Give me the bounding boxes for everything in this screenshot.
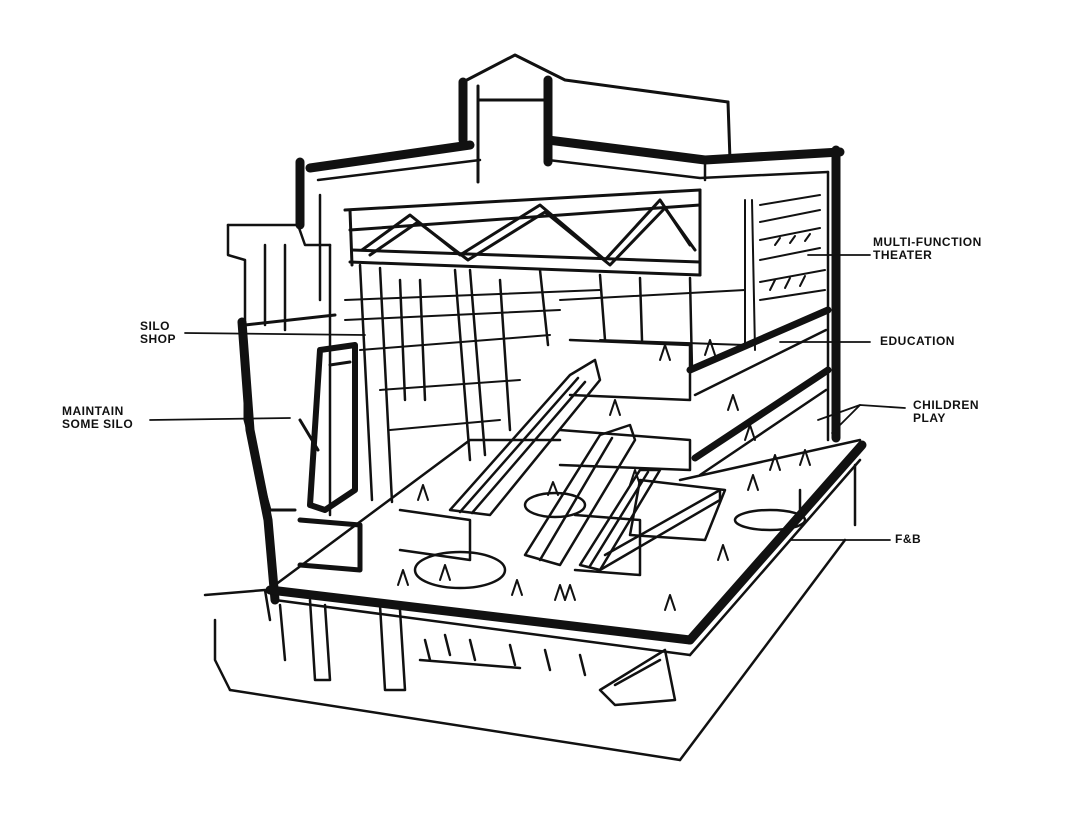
trees-symbols bbox=[397, 339, 811, 611]
label-theater-line2: THEATER bbox=[873, 248, 933, 262]
label-silo-shop-line1: SILO bbox=[140, 319, 171, 333]
leader-silo-shop bbox=[184, 332, 366, 336]
label-children-line1: CHILDREN bbox=[913, 398, 979, 412]
roof-monitor bbox=[458, 53, 732, 184]
leader-lines bbox=[149, 254, 906, 541]
lower-level bbox=[203, 463, 857, 762]
label-maintain-line1: MAINTAIN bbox=[62, 404, 124, 418]
label-fb: F&B bbox=[895, 533, 921, 546]
label-fb-line1: F&B bbox=[895, 532, 922, 546]
void-boxes bbox=[297, 338, 727, 577]
label-silo-shop: SILO SHOP bbox=[140, 320, 176, 346]
label-education: EDUCATION bbox=[880, 335, 955, 348]
mezzanine-slabs bbox=[686, 306, 832, 477]
roof-truss bbox=[343, 188, 702, 277]
label-multi-function-theater: MULTI-FUNCTION THEATER bbox=[873, 236, 982, 262]
label-education-line1: EDUCATION bbox=[880, 334, 955, 348]
wall-lines bbox=[226, 158, 830, 517]
leader-maintain-some-silo bbox=[149, 417, 291, 421]
label-children-play: CHILDREN PLAY bbox=[913, 399, 979, 425]
label-children-line2: PLAY bbox=[913, 411, 946, 425]
label-maintain-line2: SOME SILO bbox=[62, 417, 134, 431]
atrium-floors bbox=[344, 289, 746, 431]
silo bbox=[243, 313, 358, 513]
atrium-columns bbox=[358, 263, 694, 504]
escalators bbox=[448, 358, 722, 572]
leader-children-play-2 bbox=[831, 404, 861, 434]
label-theater-line1: MULTI-FUNCTION bbox=[873, 235, 982, 249]
label-maintain-some-silo: MAINTAIN SOME SILO bbox=[62, 405, 133, 431]
label-silo-shop-line2: SHOP bbox=[140, 332, 177, 346]
ground-floor bbox=[273, 438, 862, 657]
leader-children-play-1 bbox=[817, 404, 906, 421]
theater-seating bbox=[744, 194, 826, 351]
